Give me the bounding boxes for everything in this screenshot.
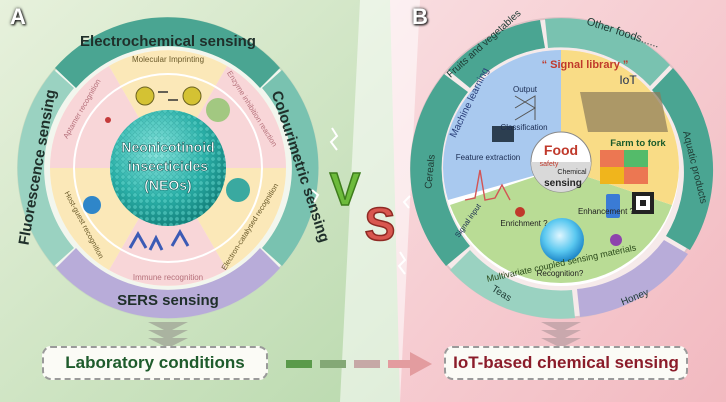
aptamer-icon (105, 117, 111, 123)
catalyst-particle-icon (226, 178, 250, 202)
imprint-particle-icon-2 (182, 86, 202, 106)
panel-a-wheel (17, 17, 319, 319)
laboratory-conditions-box: Laboratory conditions (42, 346, 268, 380)
label-feature-extraction: Feature extraction (456, 153, 520, 162)
antibody-icon (128, 228, 190, 251)
sensing-material-sphere (540, 218, 584, 262)
ring-fluorescence (17, 70, 75, 266)
signal-waveform-icon (464, 169, 511, 201)
label-classification: Classification (500, 123, 547, 132)
panel-letter-b: B (412, 4, 428, 29)
ring-aquatic (652, 68, 714, 250)
panel-letter-a: A (10, 4, 26, 29)
center-line2: insecticides (128, 158, 208, 174)
down-chevrons-right (541, 322, 581, 348)
vs-letter-v: V (330, 163, 361, 215)
center-line3: (NEOs) (144, 177, 191, 193)
center-divider (340, 0, 420, 402)
enrichment-icon (515, 207, 525, 217)
label-immune-recognition: Immune recognition (133, 273, 203, 282)
ring-colourimetric (262, 70, 319, 266)
neural-network-icon (514, 95, 536, 121)
enzyme-icon (206, 98, 230, 122)
phone-icon (606, 194, 620, 218)
label-molecular-imprinting: Molecular Imprinting (132, 55, 204, 64)
iot-chemical-sensing-box: IoT-based chemical sensing (444, 346, 688, 380)
label-enhancement: Enhancement ? (578, 207, 635, 216)
label-sers-sensing: SERS sensing (117, 292, 219, 309)
center-food: Food (544, 142, 578, 158)
host-guest-icon (83, 196, 101, 214)
ring-cereals (410, 74, 470, 266)
ring-other-foods (545, 18, 670, 86)
down-chevrons-left (148, 322, 188, 348)
center-line1: Neonicotinoid (121, 139, 214, 155)
ring-fruits (448, 20, 545, 88)
ring-teas (450, 250, 575, 319)
center-chemical: Chemical (557, 169, 587, 176)
label-recognition: Recognition? (537, 269, 584, 278)
farm-map-icon (580, 92, 668, 132)
label-farm-to-fork: Farm to fork (610, 138, 666, 149)
ring-honey (577, 240, 688, 317)
label-signal-library: “ Signal library ” (542, 59, 629, 71)
label-electrochemical-sensing: Electrochemical sensing (80, 33, 256, 50)
center-safety: safety (540, 161, 559, 168)
label-cereals: Cereals (423, 154, 438, 189)
transition-arrow (286, 352, 432, 376)
spark-lines (311, 127, 411, 275)
ring-electrochemical (55, 17, 280, 89)
imprint-particle-icon (135, 86, 155, 106)
enhancement-icon (610, 234, 622, 246)
sector-machine-learning (443, 50, 561, 168)
laptop-icon (492, 126, 514, 142)
label-enrichment: Enrichment ? (500, 219, 548, 228)
center-sensing: sensing (544, 178, 582, 189)
label-output: Output (513, 85, 538, 94)
panel-b-wheel (410, 17, 714, 319)
exchange-arrow-icon (158, 91, 178, 101)
label-iot: IoT (619, 73, 637, 87)
ring-sers (56, 248, 280, 319)
vs-letter-s: S (365, 198, 396, 250)
